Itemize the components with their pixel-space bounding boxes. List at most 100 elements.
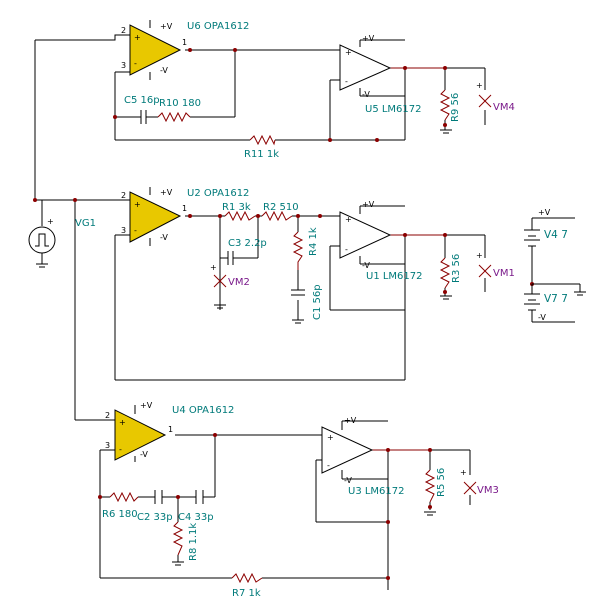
opamp-u6: + - 2 3 1 +V -V U6 OPA1612 xyxy=(121,20,249,80)
svg-text:+: + xyxy=(476,81,483,90)
r10-label: R10 180 xyxy=(159,98,201,109)
opamp-u2: + - 2 3 1 +V -V U2 OPA1612 xyxy=(121,187,249,246)
svg-text:+V: +V xyxy=(140,401,153,410)
opamp-u4: + - 2 3 1 +V -V U4 OPA1612 xyxy=(105,401,234,462)
r7-label: R7 1k xyxy=(232,588,261,599)
r8-label: R8 1.1k xyxy=(188,523,199,561)
svg-text:3: 3 xyxy=(105,441,110,450)
junction xyxy=(213,433,217,437)
resistor-r8: R8 1.1k xyxy=(172,521,199,566)
voltmeter-vm4: + VM4 xyxy=(476,81,515,113)
svg-text:-V: -V xyxy=(160,233,168,242)
r5-label: R5 56 xyxy=(436,468,447,497)
battery-v4: +V V4 7 xyxy=(524,208,575,284)
opamp-u5: + - +V -V U5 LM6172 xyxy=(339,34,422,115)
junction xyxy=(318,214,322,218)
r11-label: R11 1k xyxy=(244,149,279,160)
resistor-r5: R5 56 xyxy=(424,468,447,516)
resistor-r3: R3 56 xyxy=(439,254,462,300)
junction xyxy=(296,214,300,218)
top-stage-wires xyxy=(34,34,486,201)
vm1-label: VM1 xyxy=(493,268,515,279)
resistor-r9: R9 56 xyxy=(439,89,461,134)
junction xyxy=(176,495,180,499)
svg-text:1: 1 xyxy=(182,204,187,213)
svg-text:-V: -V xyxy=(362,261,370,270)
ground-symbol xyxy=(532,283,586,296)
capacitor-c1: C1 56p xyxy=(291,284,323,324)
resistor-r6: R6 180 xyxy=(102,491,139,520)
svg-text:-: - xyxy=(345,77,348,86)
svg-text:2: 2 xyxy=(121,191,126,200)
r3-label: R3 56 xyxy=(451,254,462,283)
junction xyxy=(428,505,432,509)
v4-label: V4 7 xyxy=(544,229,568,241)
junction xyxy=(218,214,222,218)
vm4-label: VM4 xyxy=(493,102,515,113)
svg-text:+V: +V xyxy=(160,22,173,31)
resistor-r7: R7 1k xyxy=(231,572,263,599)
svg-text:+: + xyxy=(134,200,141,209)
junction xyxy=(403,66,407,70)
junction xyxy=(428,448,432,452)
svg-text:+: + xyxy=(327,433,334,442)
junction xyxy=(188,48,192,52)
c4-label: C4 33p xyxy=(178,512,214,523)
u1-label: U1 LM6172 xyxy=(366,271,423,282)
u6-label: U6 OPA1612 xyxy=(187,21,249,32)
junction xyxy=(256,214,260,218)
battery-v7: -V V7 7 xyxy=(524,284,575,323)
c2-label: C2 33p xyxy=(137,512,173,523)
voltmeter-vm2: + VM2 xyxy=(210,258,250,309)
opamp-u3: + - +V -V U3 LM6172 xyxy=(321,416,405,497)
junction xyxy=(443,290,447,294)
opamp-u1: + - +V -V U1 LM6172 xyxy=(339,200,423,282)
voltmeter-vm1: + VM1 xyxy=(476,251,515,279)
junction xyxy=(98,495,102,499)
u4-label: U4 OPA1612 xyxy=(172,405,234,416)
signal-generator-vg1: + VG1 xyxy=(28,200,96,268)
svg-text:-: - xyxy=(345,245,348,254)
svg-text:-V: -V xyxy=(538,313,546,322)
junction xyxy=(443,66,447,70)
svg-text:+: + xyxy=(460,468,467,477)
junction xyxy=(386,576,390,580)
svg-text:-: - xyxy=(134,59,137,68)
r9-label: R9 56 xyxy=(450,93,461,122)
resistor-r11: R11 1k xyxy=(244,134,279,160)
junction xyxy=(33,198,37,202)
junction xyxy=(328,138,332,142)
capacitor-c4: C4 33p xyxy=(178,490,214,523)
junction xyxy=(443,233,447,237)
svg-text:-: - xyxy=(119,445,122,454)
svg-text:+V: +V xyxy=(160,188,173,197)
middle-stage-wires xyxy=(74,199,486,420)
r4-label: R4 1k xyxy=(308,227,319,256)
junction xyxy=(188,214,192,218)
svg-text:-: - xyxy=(134,226,137,235)
svg-text:+: + xyxy=(345,215,352,224)
junction xyxy=(233,48,237,52)
resistor-r4: R4 1k xyxy=(292,227,319,270)
r6-label: R6 180 xyxy=(102,509,138,520)
junction xyxy=(403,233,407,237)
svg-text:-V: -V xyxy=(362,90,370,99)
resistor-r10: R10 180 xyxy=(157,98,201,123)
vg1-label: VG1 xyxy=(75,218,96,229)
c3-label: C3 2.2p xyxy=(228,238,267,249)
junction xyxy=(113,115,117,119)
v7-label: V7 7 xyxy=(544,293,568,305)
junction xyxy=(73,198,77,202)
svg-text:+V: +V xyxy=(538,208,551,217)
svg-text:1: 1 xyxy=(182,38,187,47)
svg-text:+: + xyxy=(210,263,217,272)
svg-text:+: + xyxy=(47,217,54,226)
junction xyxy=(375,138,379,142)
svg-text:+V: +V xyxy=(362,200,375,209)
junction xyxy=(443,123,447,127)
u3-label: U3 LM6172 xyxy=(348,486,405,497)
resistor-r1: R1 3k xyxy=(222,202,256,222)
u2-label: U2 OPA1612 xyxy=(187,188,249,199)
